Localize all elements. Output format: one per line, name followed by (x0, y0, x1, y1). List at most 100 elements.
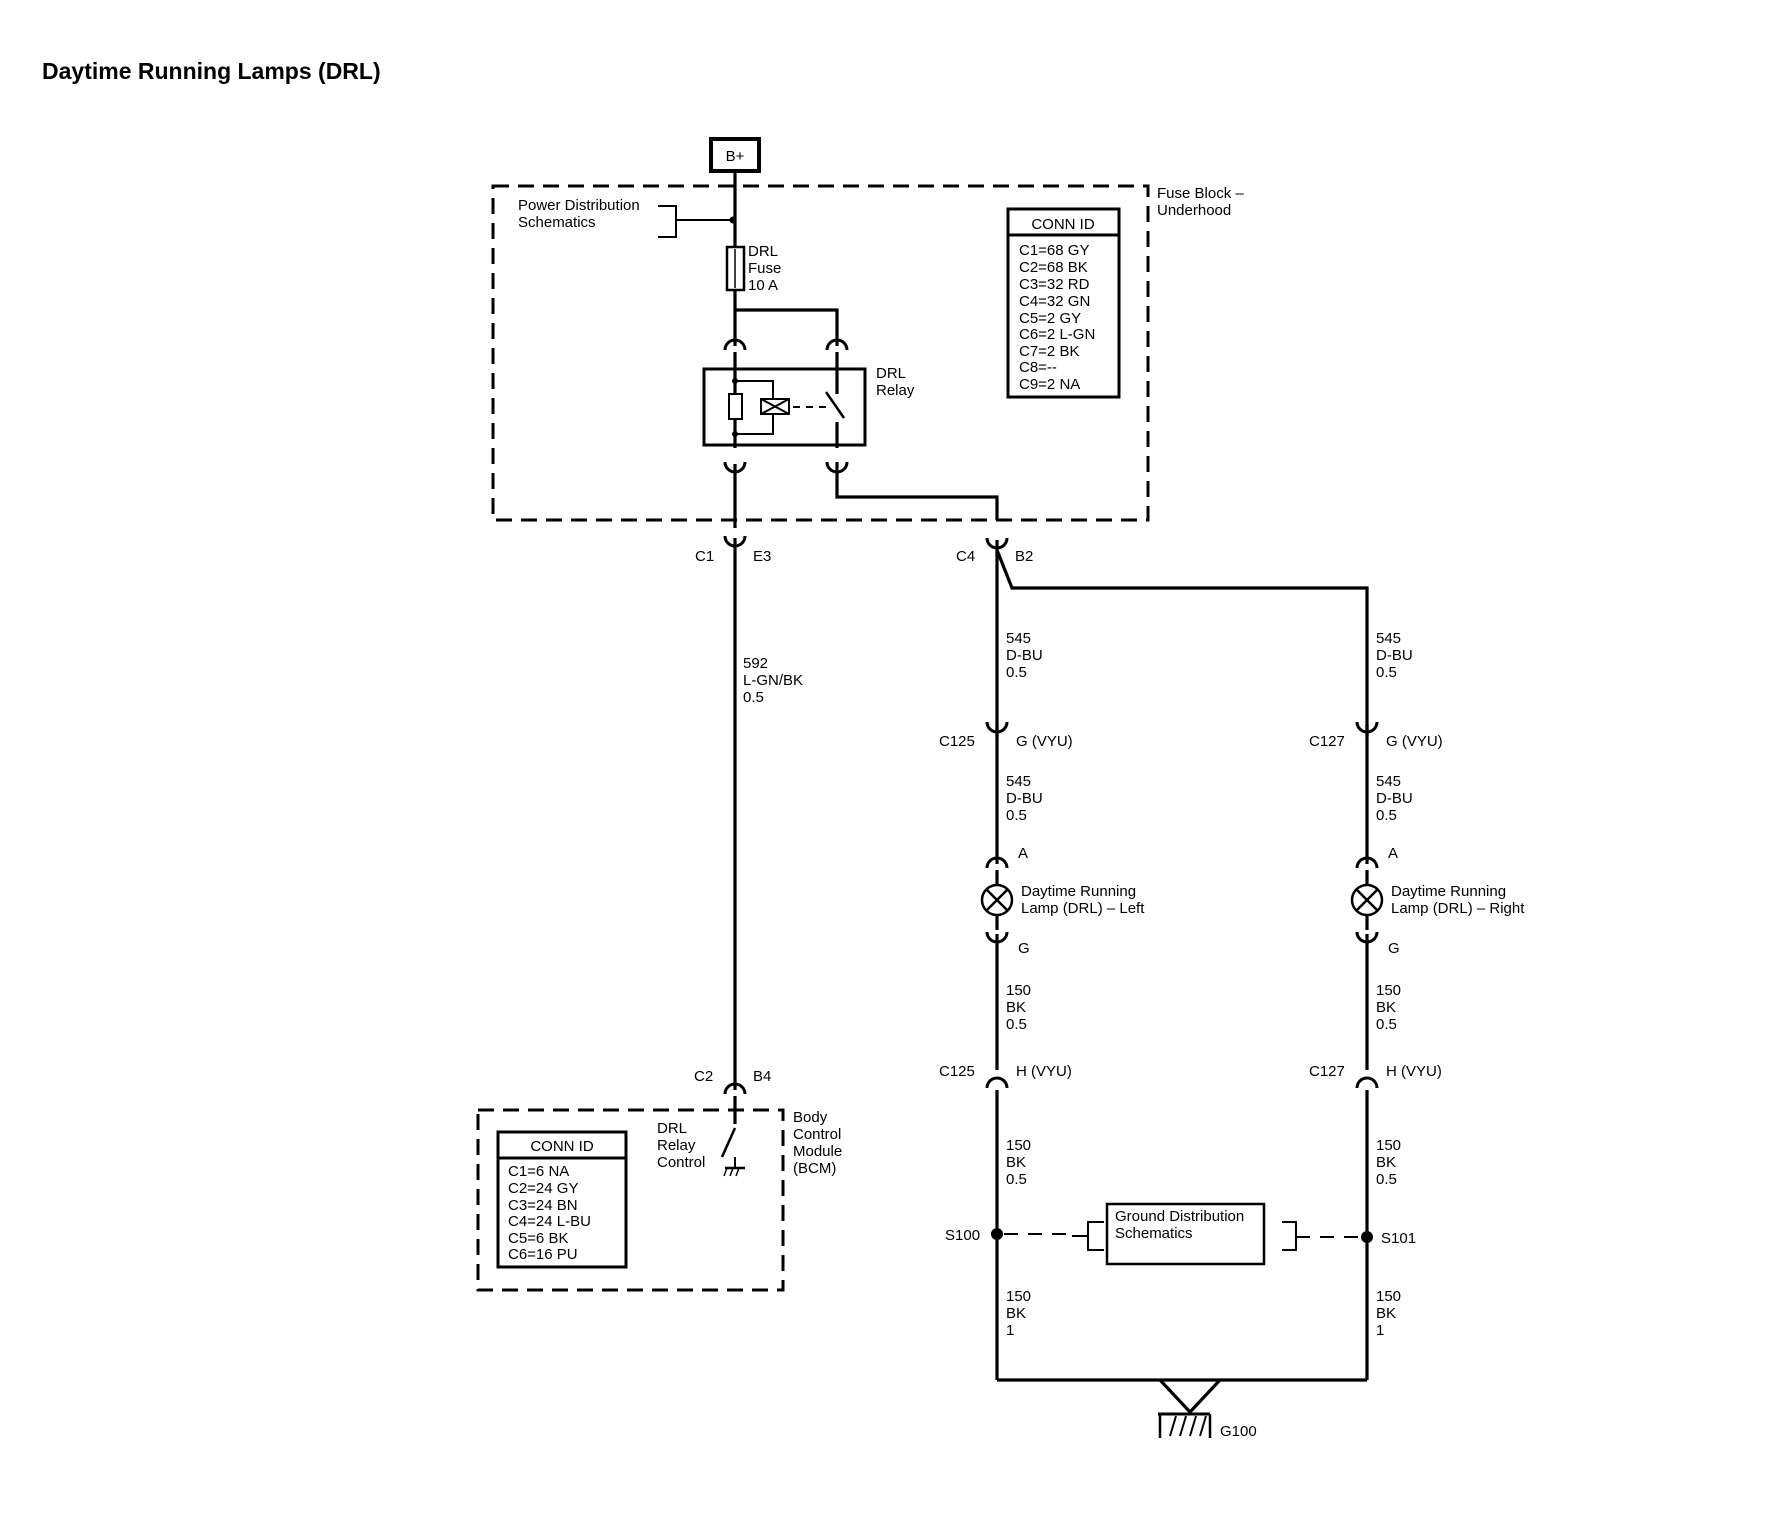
drl-relay-label: DRL Relay (876, 365, 915, 399)
lamp-left-g-label: G (1018, 940, 1030, 957)
svg-text:C127: C127 (1309, 733, 1345, 750)
svg-text:0.5: 0.5 (1006, 664, 1027, 681)
svg-text:D-BU: D-BU (1376, 790, 1413, 807)
lamp-right-label: Daytime Running Lamp (DRL) – Right (1391, 883, 1525, 917)
svg-text:Underhood: Underhood (1157, 202, 1231, 219)
svg-text:C1: C1 (695, 548, 714, 565)
svg-text:0.5: 0.5 (1376, 1171, 1397, 1188)
relay-terminal-top-right (825, 338, 849, 351)
svg-text:C4=32 GN: C4=32 GN (1019, 293, 1090, 310)
drl-fuse (725, 245, 746, 292)
svg-text:150: 150 (1376, 1288, 1401, 1305)
svg-text:CONN ID: CONN ID (530, 1138, 594, 1155)
svg-text:C9=2 NA: C9=2 NA (1019, 376, 1080, 393)
svg-text:545: 545 (1376, 773, 1401, 790)
drl-relay-control-label: DRL Relay Control (657, 1120, 705, 1171)
svg-text:Ground Distribution: Ground Distribution (1115, 1208, 1244, 1225)
wire-545-right-mid-label: 545 D-BU 0.5 (1376, 773, 1413, 824)
svg-text:1: 1 (1006, 1322, 1014, 1339)
splice-s100 (991, 1228, 1003, 1240)
svg-text:C2=68 BK: C2=68 BK (1019, 259, 1088, 276)
svg-text:Fuse: Fuse (748, 260, 781, 277)
drl-fuse-label: DRL Fuse 10 A (748, 243, 781, 294)
svg-text:C127: C127 (1309, 1063, 1345, 1080)
wire-545-branch (995, 540, 1369, 737)
svg-text:BK: BK (1006, 1154, 1026, 1171)
svg-text:H (VYU): H (VYU) (1386, 1063, 1442, 1080)
svg-text:B+: B+ (726, 148, 745, 165)
fuse-block-underhood-boundary (491, 184, 1150, 522)
svg-text:545: 545 (1006, 630, 1031, 647)
wire-150-right-3-label: 150 BK 1 (1376, 1288, 1401, 1339)
svg-text:0.5: 0.5 (1376, 1016, 1397, 1033)
svg-text:C6=16 PU: C6=16 PU (508, 1246, 578, 1263)
svg-text:Module: Module (793, 1143, 842, 1160)
svg-text:Body: Body (793, 1109, 828, 1126)
ground-wires (997, 1378, 1367, 1415)
svg-text:D-BU: D-BU (1376, 647, 1413, 664)
svg-text:BK: BK (1376, 1154, 1396, 1171)
svg-text:0.5: 0.5 (1006, 807, 1027, 824)
svg-text:0.5: 0.5 (1376, 807, 1397, 824)
svg-text:C1=6 NA: C1=6 NA (508, 1163, 569, 1180)
svg-text:10 A: 10 A (748, 277, 778, 294)
svg-text:150: 150 (1006, 982, 1031, 999)
power-distribution-schematics-ref: Power Distribution Schematics (518, 197, 737, 238)
lamp-right-a-label: A (1388, 845, 1398, 862)
bcm-label: Body Control Module (BCM) (793, 1109, 842, 1177)
connector-c125-g-label: C125 G (VYU) (939, 733, 1073, 750)
fuse-to-relay-wire (733, 290, 839, 346)
svg-text:0.5: 0.5 (1376, 664, 1397, 681)
svg-text:150: 150 (1376, 1137, 1401, 1154)
connector-c2-b4-label: C2 B4 (694, 1068, 771, 1085)
svg-text:Relay: Relay (657, 1137, 696, 1154)
connector-c127-h-label: C127 H (VYU) (1309, 1063, 1442, 1080)
svg-text:Relay: Relay (876, 382, 915, 399)
svg-text:Lamp (DRL) – Right: Lamp (DRL) – Right (1391, 900, 1525, 917)
svg-text:C5=2 GY: C5=2 GY (1019, 310, 1081, 327)
splice-s101-label: S101 (1381, 1230, 1416, 1247)
lamp-left (980, 883, 1014, 917)
svg-text:B2: B2 (1015, 548, 1033, 565)
svg-text:C125: C125 (939, 1063, 975, 1080)
svg-text:C3=32 RD: C3=32 RD (1019, 276, 1090, 293)
svg-text:0.5: 0.5 (1006, 1171, 1027, 1188)
relay-output-wire (835, 462, 999, 520)
svg-text:DRL: DRL (748, 243, 778, 260)
svg-text:Power Distribution: Power Distribution (518, 197, 640, 214)
svg-text:C4: C4 (956, 548, 975, 565)
fuse-block-label: Fuse Block – Underhood (1157, 185, 1244, 219)
svg-text:D-BU: D-BU (1006, 647, 1043, 664)
drl-relay-control-switch (720, 1108, 745, 1177)
svg-text:BK: BK (1376, 999, 1396, 1016)
svg-text:CONN ID: CONN ID (1031, 216, 1095, 233)
svg-text:0.5: 0.5 (1006, 1016, 1027, 1033)
svg-text:0.5: 0.5 (743, 689, 764, 706)
svg-text:Control: Control (657, 1154, 705, 1171)
svg-text:Schematics: Schematics (518, 214, 596, 231)
svg-text:BK: BK (1376, 1305, 1396, 1322)
svg-text:BK: BK (1006, 1305, 1026, 1322)
svg-text:C1=68 GY: C1=68 GY (1019, 242, 1089, 259)
connector-c127-h (1355, 1076, 1379, 1089)
svg-text:C5=6 BK: C5=6 BK (508, 1230, 568, 1247)
svg-text:C6=2 L-GN: C6=2 L-GN (1019, 326, 1095, 343)
connector-c125-h (985, 1076, 1009, 1089)
wire-150-right-1-label: 150 BK 0.5 (1376, 982, 1401, 1033)
svg-text:150: 150 (1006, 1288, 1031, 1305)
battery-positive-terminal: B+ (709, 137, 761, 173)
svg-text:E3: E3 (753, 548, 771, 565)
svg-text:C2=24 GY: C2=24 GY (508, 1180, 578, 1197)
wire-545-left-top-label: 545 D-BU 0.5 (1006, 630, 1043, 681)
svg-text:L-GN/BK: L-GN/BK (743, 672, 803, 689)
ground-distribution-schematics-ref: Ground Distribution Schematics (1105, 1202, 1266, 1266)
wire-545-left-mid-label: 545 D-BU 0.5 (1006, 773, 1043, 824)
svg-text:D-BU: D-BU (1006, 790, 1043, 807)
svg-text:DRL: DRL (876, 365, 906, 382)
lamp-right-g-label: G (1388, 940, 1400, 957)
lamp-left-a-label: A (1018, 845, 1028, 862)
svg-text:G (VYU): G (VYU) (1386, 733, 1443, 750)
connector-c127-g-label: C127 G (VYU) (1309, 733, 1443, 750)
svg-text:Schematics: Schematics (1115, 1225, 1193, 1242)
